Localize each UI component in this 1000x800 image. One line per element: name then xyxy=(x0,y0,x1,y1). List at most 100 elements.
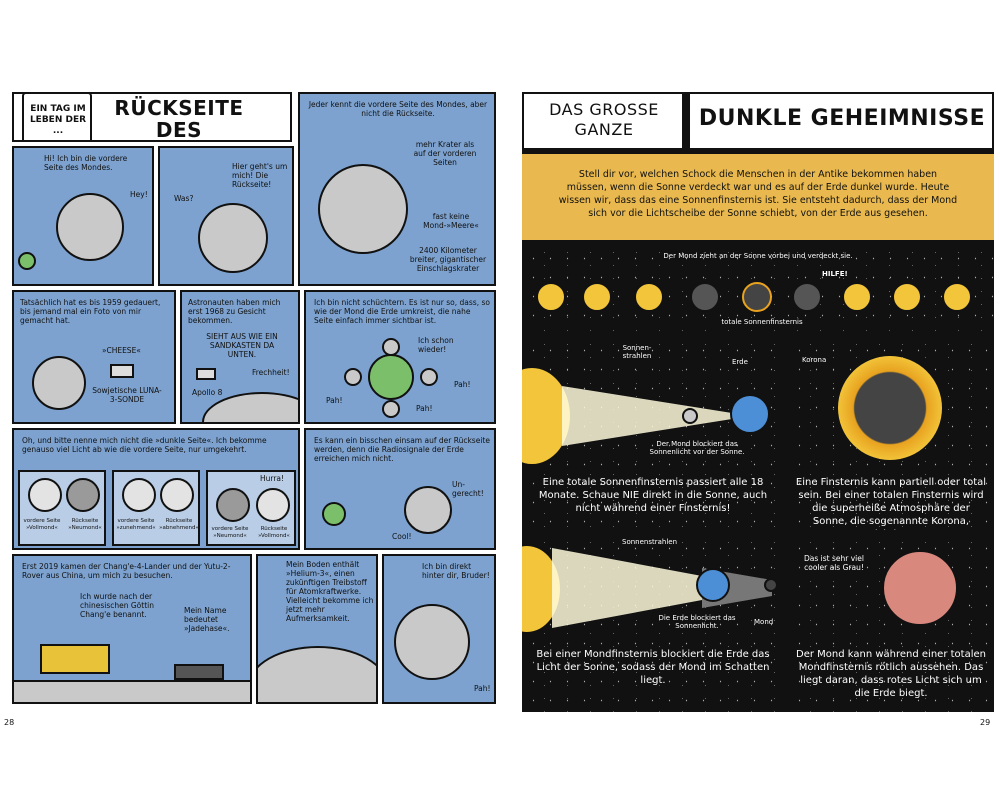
right-page: DAS GROSSE GANZE DUNKLE GEHEIMNISSE Stel… xyxy=(522,92,994,712)
p4-cheese: »CHEESE« xyxy=(102,346,141,355)
mini-moon-3 xyxy=(122,478,156,512)
phase-waxing-a: vordere Seite »zunehmend« xyxy=(116,518,156,531)
p7-text: Oh, und bitte nenne mich nicht die »dunk… xyxy=(22,436,267,454)
phase-full-b: Rückseite »Neumond« xyxy=(68,518,102,531)
p9-speech1: Ich wurde nach der chinesischen Göttin C… xyxy=(80,592,154,619)
title-panel: EIN TAG IM LEBEN DER ... RÜCKSEITE DES M… xyxy=(12,92,292,142)
left-page: EIN TAG IM LEBEN DER ... RÜCKSEITE DES M… xyxy=(12,92,496,712)
p11-pah: Pah! xyxy=(474,684,491,693)
lunar-eclipse-panel: Sonnenstrahlen Die Erde blockiert das So… xyxy=(522,534,784,712)
p5-apollo: Apollo 8 xyxy=(192,388,223,397)
panel-radio: Es kann ein bisschen einsam auf der Rück… xyxy=(304,428,496,550)
p5-frech: Frechheit! xyxy=(252,368,290,377)
rover-icon xyxy=(174,664,224,680)
p4-probe: Sowjetische LUNA-3-SONDE xyxy=(92,386,162,404)
front-moon xyxy=(56,193,124,261)
intro-text: Stell dir vor, welchen Schock die Mensch… xyxy=(558,169,958,219)
strip-sun-8 xyxy=(892,282,922,312)
strip-caption: Der Mond zieht an der Sonne vorbei und v… xyxy=(663,252,853,260)
p6-schon: Ich schon wieder! xyxy=(418,336,454,354)
badge-text: EIN TAG IM LEBEN DER ... xyxy=(29,104,87,136)
page-title-right: DUNKLE GEHEIMNISSE xyxy=(698,106,986,131)
mini-moon-4 xyxy=(160,478,194,512)
mini-moon-6 xyxy=(256,488,290,522)
cratered-moon xyxy=(318,164,408,254)
page-number-right: 29 xyxy=(980,718,991,727)
p1-hey: Hey! xyxy=(130,190,148,199)
eclipse-strip: Der Mond zieht an der Sonne vorbei und v… xyxy=(522,244,994,332)
p6-text: Ich bin nicht schüchtern. Es ist nur so,… xyxy=(314,298,490,325)
corona-text: Eine Finsternis kann partiell oder total… xyxy=(795,477,987,530)
strip-sun-1 xyxy=(536,282,566,312)
strip-hilfe: HILFE! xyxy=(822,270,848,278)
behind-moon xyxy=(394,604,470,680)
mini-moon-5 xyxy=(216,488,250,522)
strip-sun-2 xyxy=(582,282,612,312)
red-text: Der Mond kann während einer totalen Mond… xyxy=(796,649,986,699)
p10-text: Mein Boden enthält »Helium-3«, einen zuk… xyxy=(286,560,374,623)
corona-label: Korona xyxy=(802,356,827,364)
panel-dark-side: Oh, und bitte nenne mich nicht die »dunk… xyxy=(12,428,300,550)
page-title-left: RÜCKSEITE DES MONDES xyxy=(114,96,244,142)
p8-cool: Cool! xyxy=(392,532,412,541)
p3-label-craters: mehr Krater als auf der vorderen Seiten xyxy=(413,140,477,167)
luna-moon xyxy=(32,356,86,410)
page-number-left: 28 xyxy=(4,718,15,727)
phase-new-a: vordere Seite »Neumond« xyxy=(211,526,249,539)
p5-speech: SIEHT AUS WIE EIN SANDKASTEN DA UNTEN. xyxy=(206,332,278,359)
solar-moon-label: Der Mond blockiert das Sonnenlicht vor d… xyxy=(649,440,745,456)
phase-full-a: vordere Seite »Vollmond« xyxy=(23,518,61,531)
header-left: DAS GROSSE GANZE xyxy=(549,100,659,139)
p2-was: Was? xyxy=(174,194,194,203)
radio-moon xyxy=(404,486,452,534)
p3-text: Jeder kennt die vordere Seite des Mondes… xyxy=(308,100,488,118)
lunar-earth-label: Die Erde blockiert das Sonnenlicht. xyxy=(658,614,736,630)
lunar-moon-label: Mond xyxy=(754,618,774,626)
phase-waxing-b: Rückseite »abnehmend« xyxy=(159,518,199,531)
strip-total: totale Sonnenfinsternis xyxy=(721,318,803,326)
p4-text: Tatsächlich hat es bis 1959 gedauert, bi… xyxy=(20,298,161,325)
strip-sun-9 xyxy=(942,282,972,312)
solar-rays: Sonnen- strahlen xyxy=(622,344,652,360)
corona-ring xyxy=(838,356,942,460)
p8-text: Es kann ein bisschen einsam auf der Rück… xyxy=(314,436,490,463)
p9-speech2: Mein Name bedeutet »Jadehase«. xyxy=(184,606,230,633)
intro-box: Stell dir vor, welchen Schock die Mensch… xyxy=(522,154,994,240)
p6-pah3: Pah! xyxy=(416,404,433,413)
phase-new: Hurra! vordere Seite »Neumond« Rückseite… xyxy=(206,470,296,546)
p2-speech: Hier geht's um mich! Die Rückseite! xyxy=(232,162,288,189)
p11-text: Ich bin direkt hinter dir, Bruder! xyxy=(422,562,490,580)
solar-earth-label: Erde xyxy=(732,358,748,366)
badge: EIN TAG IM LEBEN DER ... xyxy=(22,94,92,140)
panel-back-features: Jeder kennt die vordere Seite des Mondes… xyxy=(298,92,496,286)
lunar-moon xyxy=(764,578,778,592)
solar-eclipse-panel: Sonnen- strahlen Erde Der Mond blockiert… xyxy=(522,336,784,530)
strip-sun-4 xyxy=(690,282,720,312)
solar-text: Eine totale Sonnenfinsternis passiert al… xyxy=(538,477,768,514)
red-speech: Das ist sehr viel cooler als Grau! xyxy=(804,554,864,572)
orbit-earth xyxy=(368,354,414,400)
lunar-rays: Sonnenstrahlen xyxy=(622,538,678,546)
p8-ungerecht: Un- gerecht! xyxy=(452,480,484,498)
mini-moon-1 xyxy=(28,478,62,512)
strip-sun-5 xyxy=(742,282,772,312)
panel-apollo8: Astronauten haben mich erst 1968 zu Gesi… xyxy=(180,290,300,424)
header-left-box: DAS GROSSE GANZE xyxy=(522,92,684,150)
orbit-moon-bottom xyxy=(382,400,400,418)
solar-moon xyxy=(682,408,698,424)
p6-pah2: Pah! xyxy=(326,396,343,405)
header-title-box: DUNKLE GEHEIMNISSE xyxy=(688,92,994,150)
lunar-text: Bei einer Mondfinsternis blockiert die E… xyxy=(536,649,770,686)
phase-new-b: Rückseite »Vollmond« xyxy=(258,526,290,539)
orbit-moon-left xyxy=(344,368,362,386)
panel-luna3: Tatsächlich hat es bis 1959 gedauert, bi… xyxy=(12,290,176,424)
panel-back-side: Hier geht's um mich! Die Rückseite! Was? xyxy=(158,146,294,286)
p5-text: Astronauten haben mich erst 1968 zu Gesi… xyxy=(188,298,281,325)
panel-orbit: Ich bin nicht schüchtern. Es ist nur so,… xyxy=(304,290,496,424)
small-earth xyxy=(18,252,36,270)
p1-speech: Hi! Ich bin die vordere Seite des Mondes… xyxy=(44,154,128,172)
mini-moon-2 xyxy=(66,478,100,512)
p7-hurra: Hurra! xyxy=(260,474,285,483)
red-moon-panel: Das ist sehr viel cooler als Grau! Der M… xyxy=(788,534,994,712)
orbit-moon-top xyxy=(382,338,400,356)
